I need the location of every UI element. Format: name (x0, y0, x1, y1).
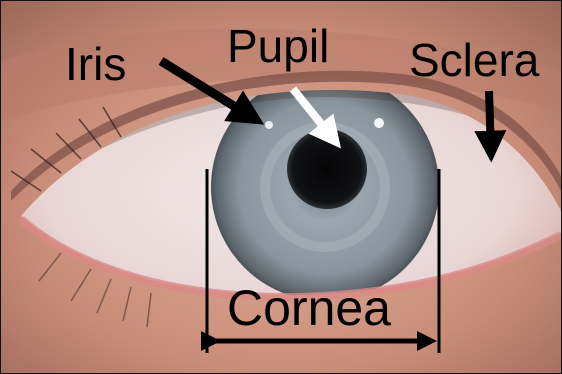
sclera-arrow (489, 91, 491, 153)
sclera-label: Sclera (409, 37, 539, 83)
catchlight-small (265, 121, 273, 129)
catchlight (374, 118, 384, 128)
pupil (287, 129, 367, 209)
cornea-label: Cornea (227, 283, 391, 333)
iris-label: Iris (65, 41, 126, 87)
pupil-label: Pupil (227, 23, 329, 69)
